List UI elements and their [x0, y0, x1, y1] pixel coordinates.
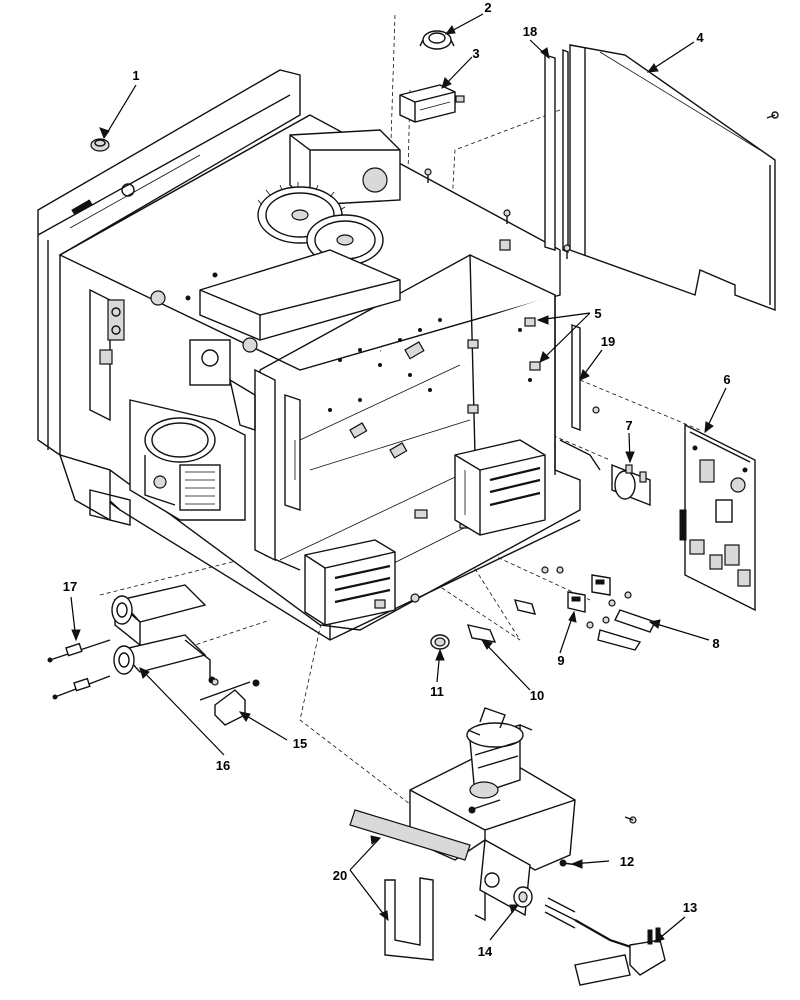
callout-18: 18: [523, 24, 537, 39]
callout-12: 12: [620, 854, 634, 869]
part-1-grommet: [90, 138, 110, 152]
callout-16: 16: [216, 758, 230, 773]
callout-13: 13: [683, 900, 697, 915]
leader-arrowheads: [71, 25, 714, 943]
callout-labels: 1 2 3 4 5 6 7 8 9 10 11 12 13 14 15 16 1…: [63, 0, 731, 959]
callout-9: 9: [557, 653, 564, 668]
part-5-brackets: [467, 239, 541, 414]
part-4-rear-cover: [569, 44, 779, 312]
callout-14: 14: [478, 944, 493, 959]
callout-6: 6: [723, 372, 730, 387]
callout-1: 1: [132, 68, 139, 83]
callout-3: 3: [472, 46, 479, 61]
part-19-strip: [559, 323, 601, 471]
loose-screws: [211, 168, 600, 686]
callout-2: 2: [484, 0, 491, 15]
callout-17: 17: [63, 579, 77, 594]
top-deck-components: [150, 129, 401, 431]
part-6-control-board: [679, 423, 756, 612]
part-7-fuse: [611, 463, 651, 507]
part-17-diodes: [47, 639, 111, 700]
part-8-connectors: [586, 591, 656, 651]
left-side-components: [89, 288, 246, 521]
part-11-bushing: [430, 634, 450, 650]
callout-5: 5: [594, 306, 601, 321]
leader-lines: [70, 13, 727, 943]
callout-7: 7: [625, 418, 632, 433]
callout-11: 11: [430, 684, 444, 699]
callout-15: 15: [293, 736, 307, 751]
part-13-power-cord: [544, 897, 666, 986]
floor-transformers: [304, 439, 546, 626]
part-18-gasket: [544, 48, 569, 254]
part-9-switches: [567, 574, 611, 613]
callout-19: 19: [601, 334, 615, 349]
callout-10: 10: [530, 688, 544, 703]
part-16-capacitors: [111, 584, 211, 680]
callout-4: 4: [696, 30, 704, 45]
callout-8: 8: [712, 636, 719, 651]
part-10-clip: [466, 599, 537, 643]
callout-20: 20: [333, 868, 347, 883]
part-20-gaskets: [349, 809, 471, 961]
part-2-clip: [419, 30, 455, 50]
part-14-strain-relief: [513, 886, 533, 908]
part-3-relay: [399, 84, 465, 123]
